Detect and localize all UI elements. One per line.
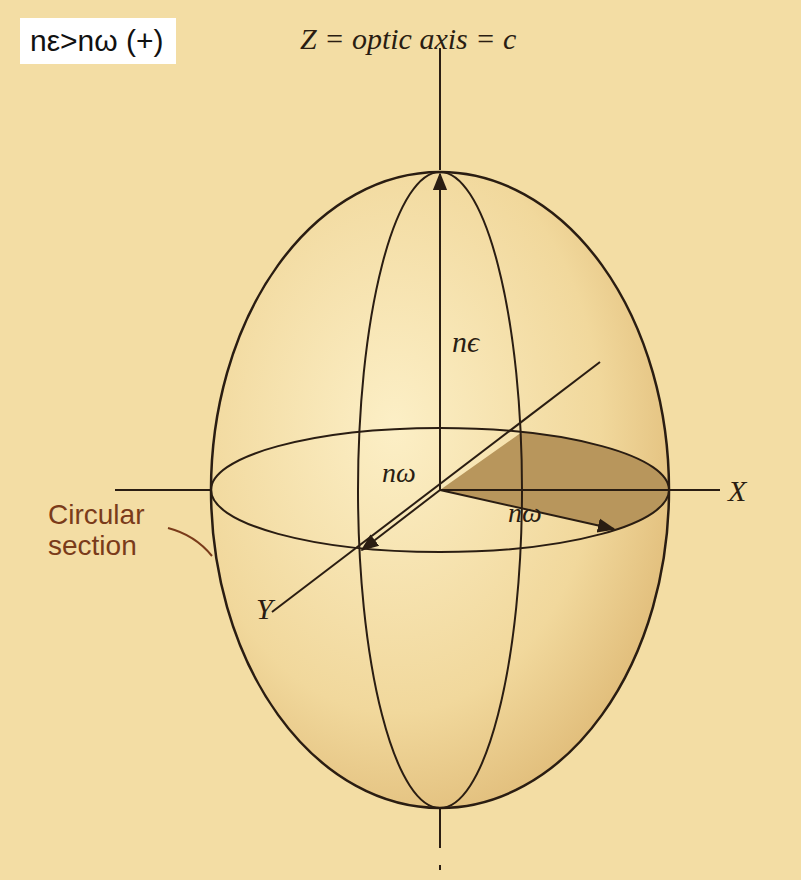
ellipsoid-outline [211,172,669,808]
axis-label: X [728,474,746,507]
callout-label: Circular section [48,500,198,562]
x-axis [669,489,720,491]
axis-label: nϵ [452,325,479,358]
axis-label: Z = optic axis = c [300,22,516,55]
z-axis [439,48,441,170]
x-axis [440,489,669,491]
n-epsilon-arrow [439,174,441,490]
z-axis [439,808,441,848]
z-axis [439,865,441,870]
sign-label: nε>nω (+) [30,24,166,58]
axis-label: nω [382,458,416,489]
n-omega-arrow [440,490,614,529]
leader-line [168,528,212,556]
shaded-sector [440,432,669,530]
axis-label: Y [256,592,273,625]
n-omega-arrow [362,490,440,550]
y-axis [272,362,600,612]
axis-label: nω [508,498,542,529]
legend-box: nε>nω (+) [20,18,176,64]
x-axis [115,489,211,491]
